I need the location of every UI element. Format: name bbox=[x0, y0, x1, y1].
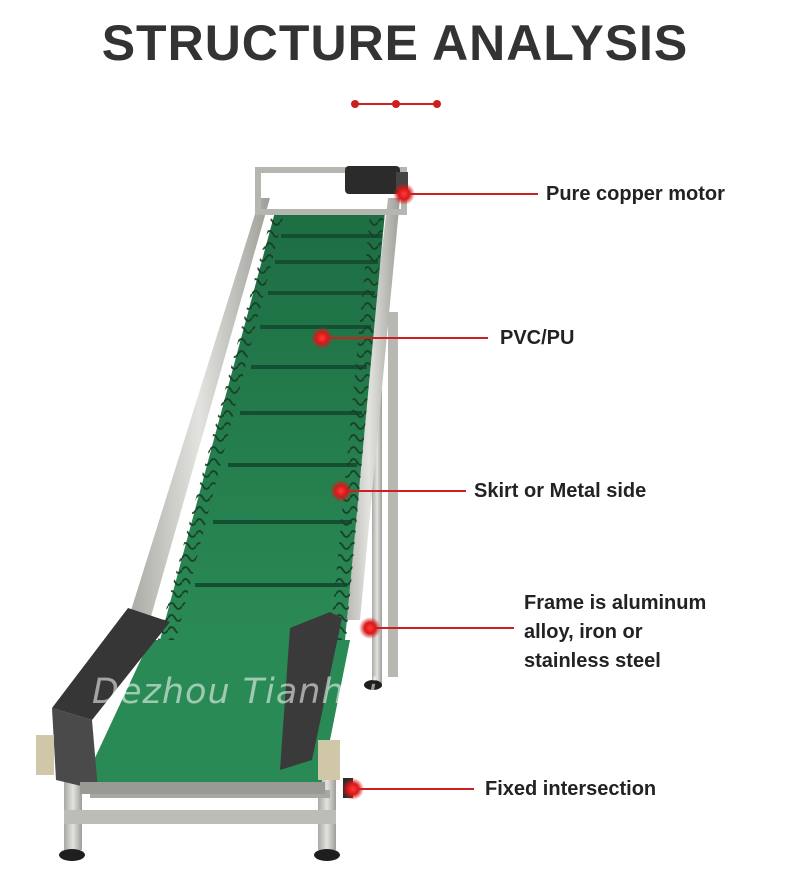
divider-dot-left bbox=[351, 100, 359, 108]
callout-frame bbox=[359, 617, 514, 639]
rear-leg bbox=[372, 312, 382, 687]
right-hopper-plate bbox=[280, 612, 342, 770]
callout-label-belt: PVC/PU bbox=[500, 327, 575, 349]
callout-label-motor: Pure copper motor bbox=[546, 183, 725, 205]
callout-label-frame-line-1: Frame is aluminum bbox=[524, 592, 707, 614]
callout-motor-dot bbox=[393, 183, 415, 205]
callout-label-frame-line-3: stainless steel bbox=[524, 650, 661, 672]
callout-fixed-dot bbox=[342, 778, 364, 800]
callout-fixed bbox=[342, 778, 474, 800]
conveyor-belt bbox=[160, 212, 385, 640]
left-side-rail bbox=[128, 198, 270, 620]
right-skirt bbox=[330, 214, 384, 640]
rear-leg-2 bbox=[388, 312, 398, 677]
foot-rear bbox=[364, 680, 382, 690]
left-hopper-side bbox=[52, 708, 98, 790]
callout-label-frame: Frame is aluminum alloy, iron or stainle… bbox=[524, 589, 764, 676]
callout-label-skirt: Skirt or Metal side bbox=[474, 480, 647, 502]
divider-dot-middle bbox=[392, 100, 400, 108]
front-roller-bar bbox=[80, 782, 325, 794]
callout-skirt bbox=[330, 480, 466, 502]
callout-frame-dot bbox=[359, 617, 381, 639]
base-crossbar bbox=[64, 810, 336, 824]
callout-belt-dot bbox=[311, 327, 333, 349]
motor-body bbox=[345, 166, 400, 194]
title-divider bbox=[351, 98, 441, 110]
foot-left bbox=[59, 849, 85, 861]
callout-motor bbox=[393, 183, 538, 205]
page-title: STRUCTURE ANALYSIS bbox=[101, 15, 689, 71]
left-skirt bbox=[158, 214, 284, 640]
foot-right bbox=[314, 849, 340, 861]
motor-head bbox=[255, 166, 408, 215]
hopper-bracket-right bbox=[318, 740, 340, 780]
callout-belt bbox=[311, 327, 488, 349]
left-hopper-plate bbox=[52, 608, 170, 720]
conveyor-illustration bbox=[36, 166, 538, 861]
callout-label-fixed: Fixed intersection bbox=[485, 778, 657, 800]
callout-label-frame-line-2: alloy, iron or bbox=[524, 621, 643, 643]
belt-cleats bbox=[195, 234, 382, 587]
hopper-bracket-left bbox=[36, 735, 54, 775]
divider-dot-right bbox=[433, 100, 441, 108]
callout-skirt-dot bbox=[330, 480, 352, 502]
